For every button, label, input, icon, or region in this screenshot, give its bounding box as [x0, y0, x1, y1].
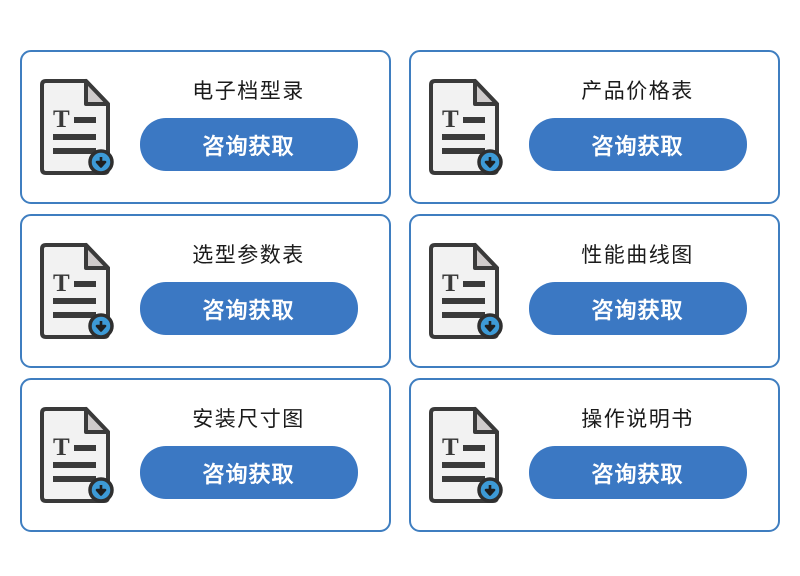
card-title: 操作说明书: [581, 408, 694, 431]
resource-card[interactable]: T 电子档型录 咨询获取: [20, 50, 391, 204]
consult-to-get-button[interactable]: 咨询获取: [139, 446, 358, 499]
resource-card[interactable]: T 选型参数表 咨询获取: [20, 214, 391, 368]
card-title: 电子档型录: [192, 80, 305, 103]
card-body: 安装尺寸图 咨询获取: [118, 409, 389, 501]
document-download-icon: T: [38, 243, 114, 339]
resource-card[interactable]: T 安装尺寸图 咨询获取: [20, 378, 391, 532]
resource-card[interactable]: T 操作说明书 咨询获取: [409, 378, 780, 532]
card-title: 性能曲线图: [581, 244, 694, 267]
consult-to-get-button[interactable]: 咨询获取: [528, 282, 747, 335]
consult-to-get-button[interactable]: 咨询获取: [528, 118, 747, 171]
card-title: 选型参数表: [192, 244, 305, 267]
resource-card[interactable]: T 产品价格表 咨询获取: [409, 50, 780, 204]
resource-card-grid: T 电子档型录 咨询获取 T: [20, 50, 780, 532]
document-download-icon: T: [427, 79, 503, 175]
svg-text:T: T: [442, 434, 459, 461]
svg-text:T: T: [53, 270, 70, 297]
card-body: 电子档型录 咨询获取: [118, 81, 389, 173]
card-body: 产品价格表 咨询获取: [507, 81, 778, 173]
card-body: 性能曲线图 咨询获取: [507, 245, 778, 337]
document-download-icon: T: [427, 407, 503, 503]
consult-to-get-button[interactable]: 咨询获取: [528, 446, 747, 499]
document-download-icon: T: [38, 407, 114, 503]
card-title: 产品价格表: [581, 80, 694, 103]
document-download-icon: T: [427, 243, 503, 339]
card-body: 选型参数表 咨询获取: [118, 245, 389, 337]
svg-text:T: T: [442, 270, 459, 297]
consult-to-get-button[interactable]: 咨询获取: [139, 118, 358, 171]
document-download-icon: T: [38, 79, 114, 175]
svg-text:T: T: [442, 106, 459, 133]
card-body: 操作说明书 咨询获取: [507, 409, 778, 501]
consult-to-get-button[interactable]: 咨询获取: [139, 282, 358, 335]
svg-text:T: T: [53, 434, 70, 461]
card-title: 安装尺寸图: [192, 408, 305, 431]
svg-text:T: T: [53, 106, 70, 133]
resource-card[interactable]: T 性能曲线图 咨询获取: [409, 214, 780, 368]
